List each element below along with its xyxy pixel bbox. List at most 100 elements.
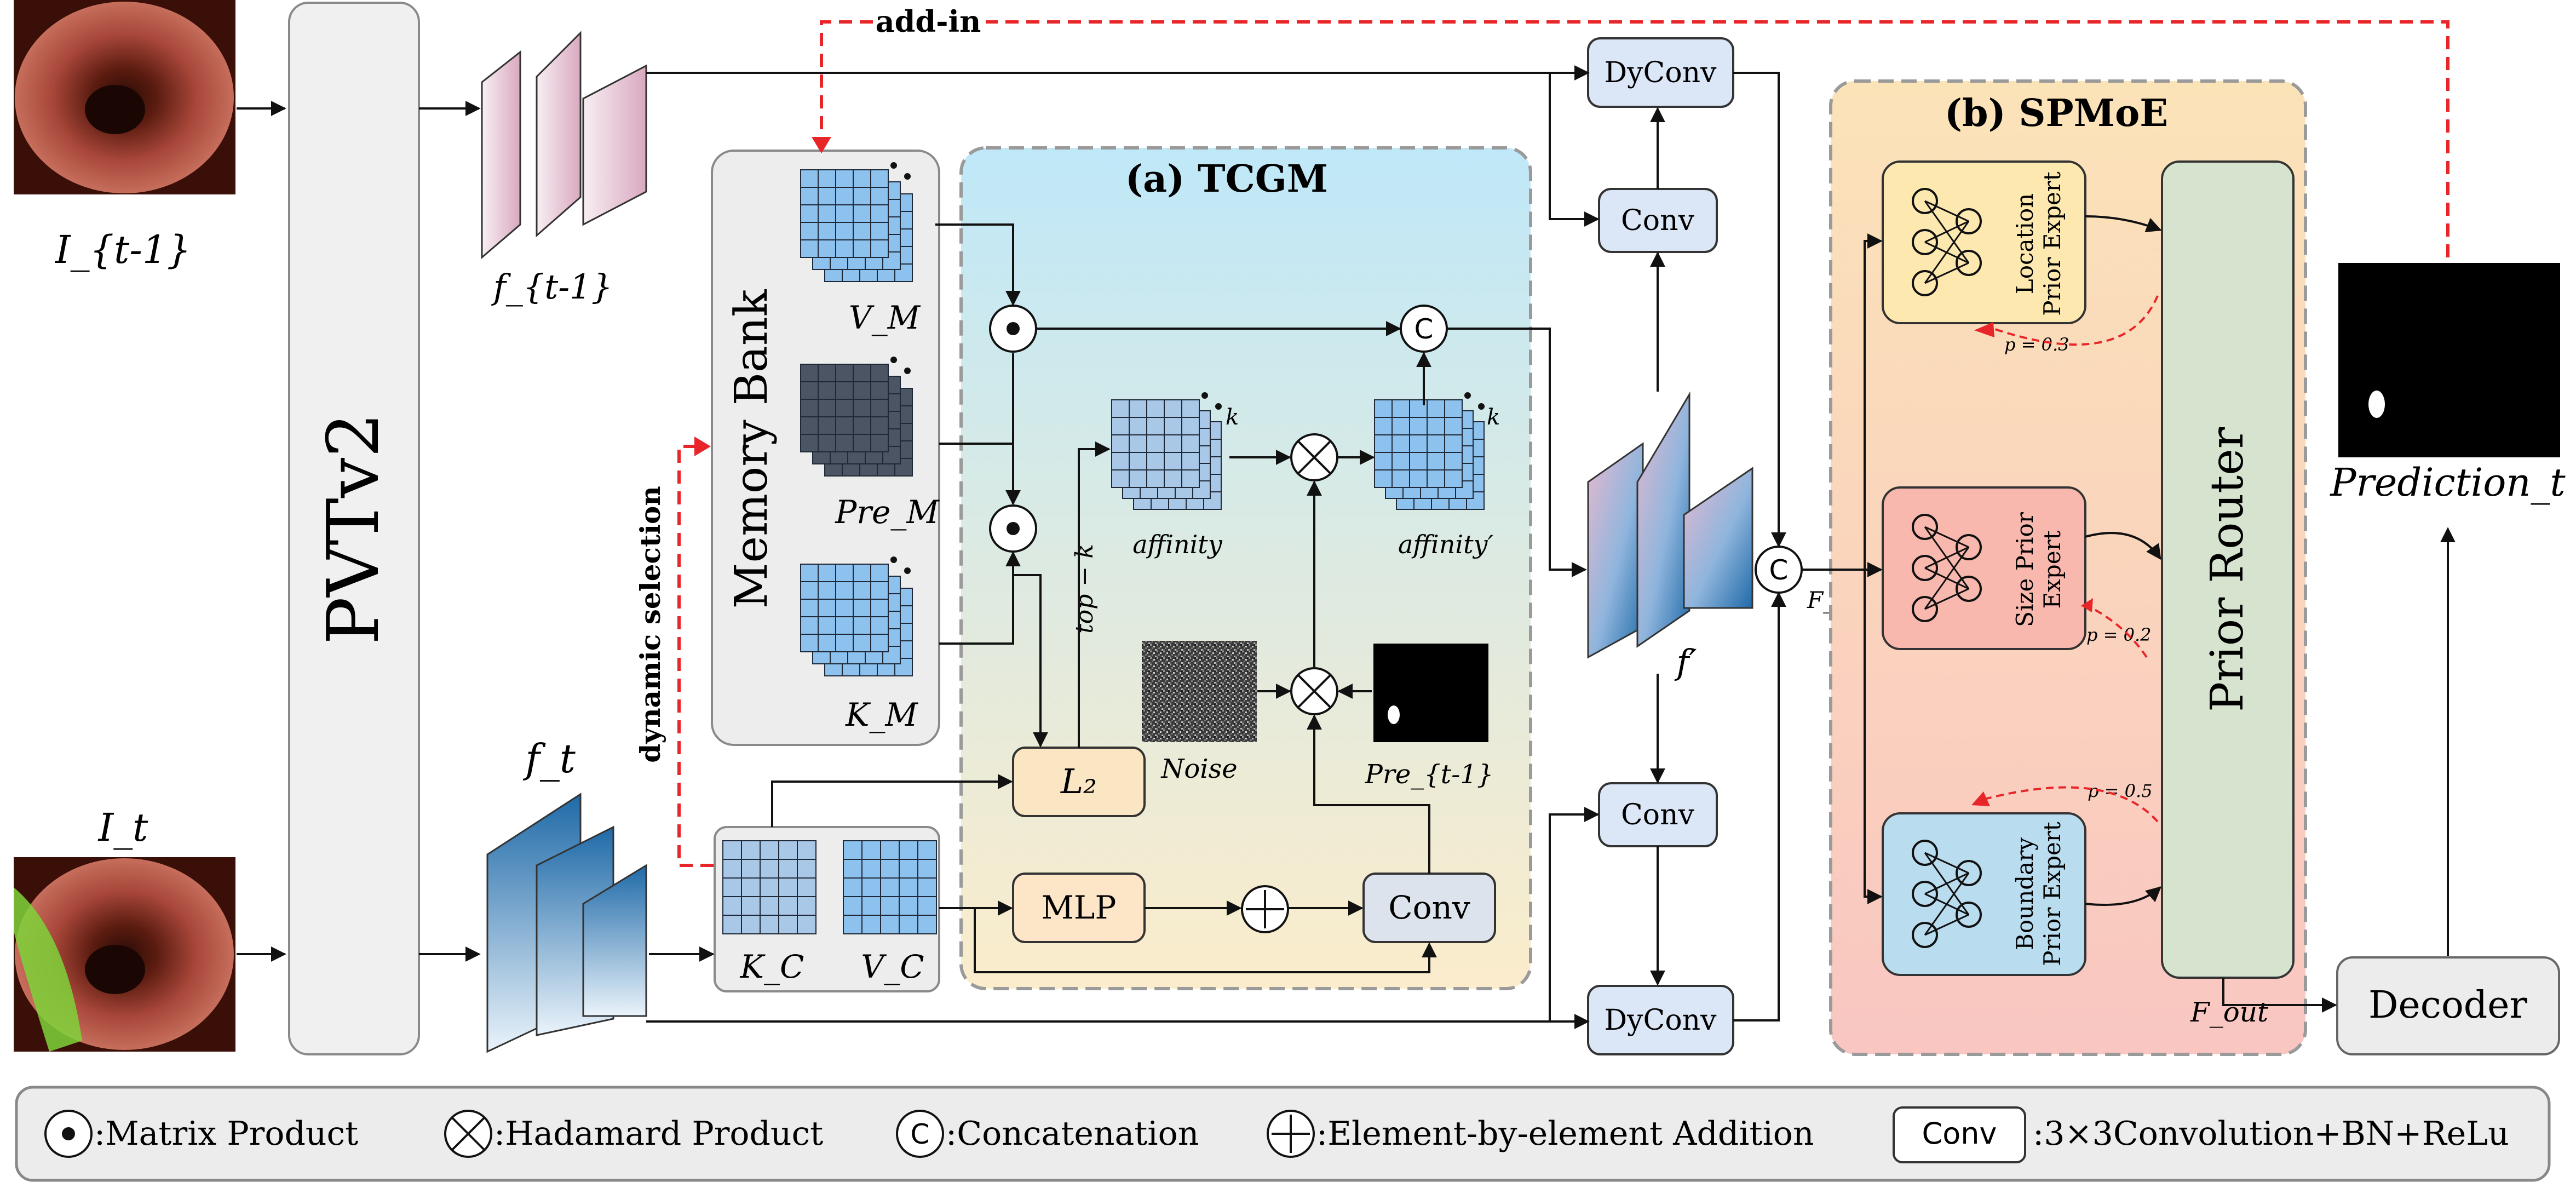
stack-dot — [904, 173, 911, 180]
expert-boundary-line1: Boundary — [2011, 837, 2038, 950]
grid-layer — [1111, 399, 1200, 488]
concat-op-tcgm: C — [1400, 305, 1448, 353]
add-in-label-bg — [876, 5, 986, 38]
stack-dot — [890, 357, 897, 363]
tcgm-panel — [959, 146, 1532, 990]
stack-dot — [904, 567, 911, 574]
svg-text:C: C — [911, 1118, 930, 1150]
affinity-grid — [1111, 392, 1222, 510]
stack-dot — [1215, 403, 1222, 410]
memory-bank-title: Memory Bank — [726, 289, 778, 609]
neural-net-icon — [1912, 514, 1982, 622]
matrix-product-op-top — [989, 305, 1037, 353]
prior-router-box — [2161, 160, 2295, 979]
backbone-label: PVTv2 — [312, 412, 395, 645]
frame-prev-label: I_{t-1} — [54, 227, 191, 272]
memory-km-label: K_M — [845, 696, 918, 733]
expert-location-line1: Location — [2011, 193, 2038, 294]
affinity-prime-grid — [1374, 392, 1485, 510]
expert-size — [1882, 486, 2086, 650]
affinity-label: affinity — [1132, 530, 1223, 559]
pre-prev-label: Pre_{t-1} — [1365, 759, 1494, 790]
grid-layer — [800, 364, 889, 452]
memory-value-grid — [800, 162, 913, 282]
add-in-arrowhead — [812, 137, 831, 153]
input-frame-curr — [14, 857, 235, 1052]
conv-top-label: Conv — [1621, 204, 1695, 237]
expert-prob-arrowhead-3 — [1971, 791, 1990, 806]
dynamic-selection-label: dynamic selection — [634, 486, 666, 763]
concat-op-guid: C — [1755, 546, 1803, 594]
current-vc-label: V_C — [861, 948, 924, 985]
legend-concat-icon: C — [896, 1110, 944, 1158]
legend-addition-icon — [1267, 1110, 1315, 1158]
affinity-prime-k-label: k — [1487, 405, 1500, 430]
grid-layer — [843, 840, 937, 934]
stack-dot — [890, 162, 897, 169]
tcgm-conv-label: Conv — [1388, 889, 1470, 926]
legend-addition: :Element-by-element Addition — [1316, 1115, 1814, 1153]
legend-conv-label: Conv — [1922, 1116, 1997, 1151]
expert-prob-flows — [1982, 295, 2159, 823]
conv-bottom-label: Conv — [1621, 799, 1695, 831]
feat-prev-label: f_{t-1} — [491, 267, 613, 307]
feature-stack-prev — [481, 31, 647, 260]
neural-net-icons — [1912, 188, 1982, 948]
feature-stack-curr — [486, 793, 647, 1053]
prediction-mask — [2338, 263, 2560, 457]
svg-text:C: C — [1415, 313, 1434, 345]
legend-concatenation: :Concatenation — [946, 1115, 1199, 1153]
matrix-product-op-bottom — [989, 504, 1037, 553]
dynamic-selection-arrowhead — [694, 437, 711, 456]
fout-label: F_out — [2190, 996, 2269, 1028]
grid-layer — [800, 564, 889, 652]
main-flows — [646, 65, 2456, 1029]
memory-prediction-grid — [800, 357, 913, 477]
topk-label: top − k — [1071, 544, 1099, 634]
dyconv-bottom-label: DyConv — [1604, 1004, 1717, 1037]
frame-curr-label: I_t — [97, 805, 149, 850]
grid-layer — [1374, 399, 1463, 488]
addition-op — [1241, 885, 1289, 933]
legend-matrix-product-icon — [44, 1110, 93, 1158]
neural-net-icon — [1912, 188, 1982, 296]
prediction-label: Prediction_t — [2329, 460, 2566, 505]
mlp-label: MLP — [1042, 889, 1117, 926]
current-key-grid — [722, 840, 817, 934]
svg-text:C: C — [1769, 554, 1789, 586]
pre-prev-mask — [1373, 644, 1488, 742]
stack-dot — [1201, 392, 1208, 399]
expert-boundary — [1882, 812, 2086, 976]
expert-size-prob: p = 0.2 — [2086, 624, 2152, 645]
expert-location — [1882, 160, 2086, 324]
expert-prob-arrowhead-1 — [1974, 322, 1994, 337]
legend-conv-desc: :3×3Convolution+BN+ReLu — [2033, 1115, 2509, 1153]
legend-hadamard-product: :Hadamard Product — [494, 1115, 823, 1153]
hadamard-op-top — [1290, 433, 1338, 481]
decoder-label: Decoder — [2368, 984, 2528, 1027]
noise-image — [1142, 641, 1257, 742]
expert-prob-arrowhead-2 — [2081, 598, 2093, 612]
current-value-grid — [843, 840, 937, 934]
neural-net-icon — [1912, 840, 1982, 948]
add-in-label: add-in — [876, 4, 981, 39]
hadamard-op-bottom — [1290, 667, 1338, 715]
memory-key-grid — [800, 556, 913, 676]
legend-hadamard-icon — [444, 1110, 492, 1158]
l2-label: L₂ — [1060, 761, 1097, 801]
affinity-k-label: k — [1226, 405, 1239, 430]
feat-fused-label: f′ — [1674, 642, 1697, 682]
spmoe-title: (b) SPMoE — [1945, 91, 2168, 135]
stack-dot — [1464, 392, 1471, 399]
memory-prem-label: Pre_M — [835, 493, 940, 531]
grid-layer — [800, 169, 889, 258]
grid-layer — [722, 840, 817, 934]
noise-label: Noise — [1160, 754, 1237, 784]
expert-location-line2: Prior Expert — [2039, 171, 2066, 316]
stack-dot — [890, 556, 897, 563]
dynamic-selection-flow — [677, 445, 714, 867]
add-in-flow — [820, 20, 2450, 257]
legend-matrix-product: :Matrix Product — [94, 1115, 358, 1153]
affinity-prime-label: affinity′ — [1398, 530, 1494, 559]
